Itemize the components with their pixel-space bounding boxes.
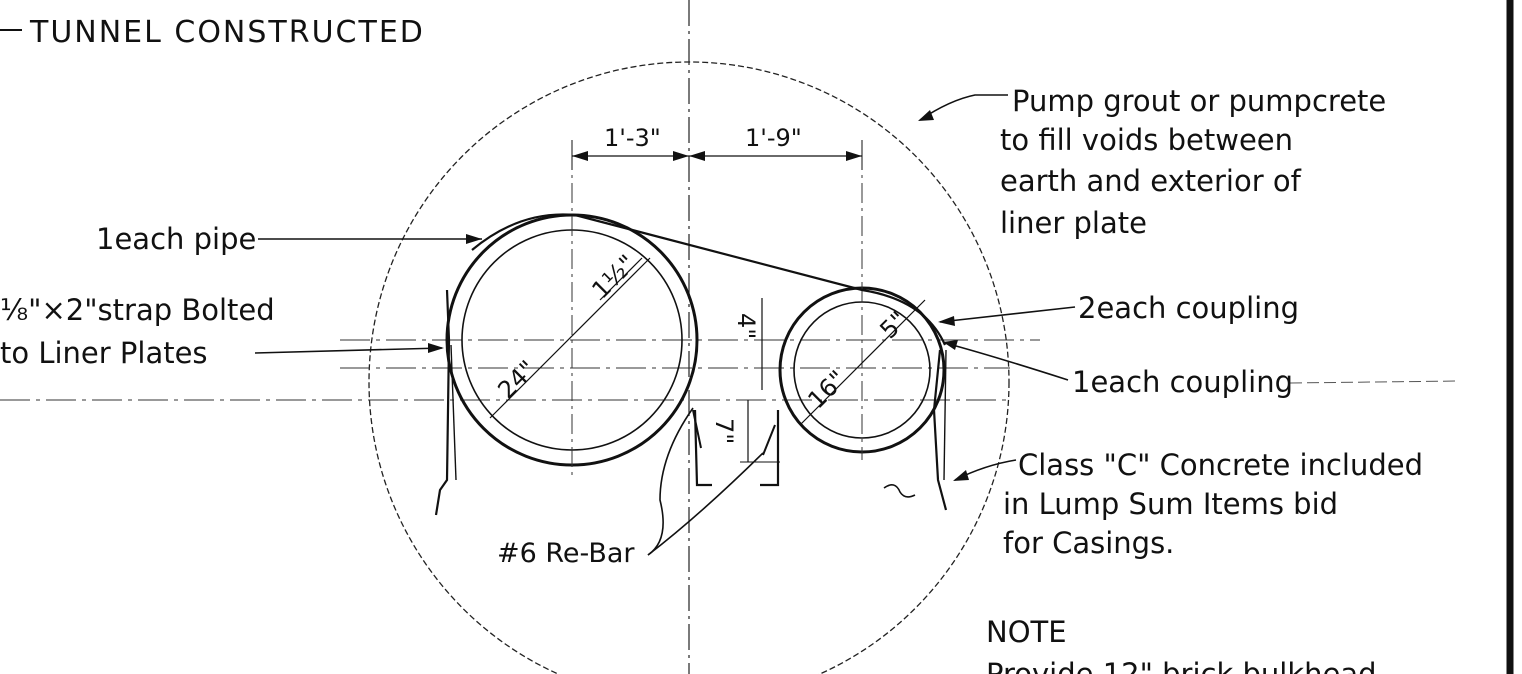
dim-small-wall: 5"	[874, 306, 912, 344]
large-pipe-diameter-line	[489, 257, 651, 419]
label-2each-coupling: 2each coupling	[1078, 291, 1299, 325]
label-grout-line2: to fill voids between	[1000, 123, 1293, 157]
label-concrete-line2: in Lump Sum Items bid	[1003, 487, 1338, 521]
rebar-saddle	[693, 409, 780, 487]
label-rebar: #6 Re-Bar	[497, 538, 635, 569]
dim-left-offset: 1'-3"	[604, 124, 661, 152]
label-grout-line3: earth and exterior of	[1000, 164, 1302, 198]
concrete-symbol	[883, 484, 916, 498]
label-concrete-line1: Class "C" Concrete included	[1018, 448, 1423, 482]
label-leach-pipe: 1each pipe	[96, 222, 256, 256]
leader-rebar-1	[647, 407, 694, 556]
leader-1each-coupling	[944, 342, 1069, 381]
dim-vertical-offset: 4"	[732, 313, 760, 339]
strap-band	[471, 213, 947, 346]
dimension-arrow-mid-right	[689, 151, 705, 161]
leader-rebar-2	[647, 452, 764, 556]
dim-large-dia: 24"	[492, 355, 541, 404]
leader-strap	[254, 347, 443, 354]
right-strap-leg-inner	[943, 349, 947, 481]
large-pipe-wall-line	[599, 257, 643, 301]
leader-leach-pipe-arrow	[466, 234, 482, 244]
leader-concrete-arrow	[953, 470, 969, 481]
right-strap-leg	[932, 349, 948, 511]
leader-strap-arrow	[428, 343, 444, 353]
left-strap-leg-inner	[450, 344, 457, 481]
leader-2each-coupling	[939, 306, 1076, 323]
label-grout-line1: Pump grout or pumpcrete	[1012, 84, 1386, 118]
left-strap-leg	[434, 289, 451, 516]
dimension-arrow-mid-left	[673, 151, 689, 161]
label-grout-line4: liner plate	[1000, 206, 1147, 240]
leader-grout	[919, 94, 1008, 121]
label-concrete-line3: for Casings.	[1003, 526, 1174, 560]
dim-bottom-clearance: 7"	[710, 418, 738, 444]
leader-1each-coupling-arrow	[943, 340, 958, 350]
dimension-arrow-right	[846, 151, 862, 161]
leader-grout-arrow	[918, 110, 934, 121]
label-strap-line1: ⅛"×2"strap Bolted	[0, 293, 275, 327]
drawing-title: TUNNEL CONSTRUCTED	[29, 15, 425, 50]
rebar-bar-mark-right	[762, 424, 776, 456]
rebar-bar-mark-left	[692, 409, 702, 449]
note-heading: NOTE	[986, 615, 1067, 649]
dim-large-wall: 1½"	[586, 249, 641, 304]
label-1each-coupling: 1each coupling	[1072, 365, 1293, 399]
dim-small-dia: 16"	[802, 365, 851, 414]
dim-right-offset: 1'-9"	[745, 124, 802, 152]
label-strap-line2: to Liner Plates	[0, 336, 208, 370]
note-text: Provide 12" brick bulkhead	[986, 657, 1377, 674]
reference-line-right	[1289, 380, 1461, 384]
small-pipe-diameter-line	[799, 299, 926, 426]
dimension-arrow-left	[572, 151, 588, 161]
leader-2each-coupling-arrow	[938, 316, 955, 326]
